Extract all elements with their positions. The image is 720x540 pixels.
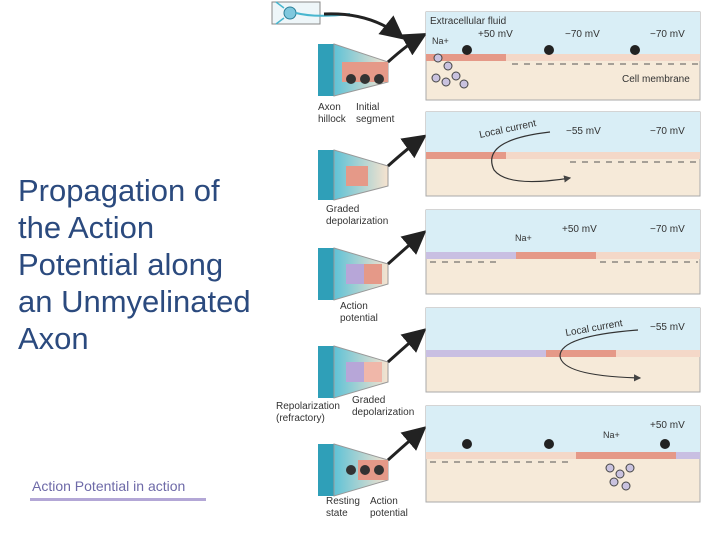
panel-arrow-5: [386, 426, 427, 462]
panel3-voltage-1: +50 mV: [562, 224, 597, 235]
hillock-icon-3: [318, 247, 389, 301]
label-action-2: Action: [370, 496, 398, 507]
hillock-icon-4: [318, 345, 389, 399]
title-line-2: the Action: [18, 210, 155, 245]
label-axon: Axon: [318, 102, 341, 113]
title-line-4: an Unmyelinated: [18, 284, 251, 319]
hillock-icon-5: [318, 443, 389, 497]
panel5-voltage-1: +50 mV: [650, 420, 685, 431]
label-depolarization-1: depolarization: [326, 216, 388, 227]
panel5-ion: Na+: [603, 430, 620, 440]
label-state: state: [326, 508, 348, 519]
title-line-3: Potential along: [18, 247, 224, 282]
panel1-ion: Na+: [432, 36, 449, 46]
link-underline: [30, 498, 206, 501]
marker-1-bottom: [462, 439, 472, 449]
label-depolarization-2: depolarization: [352, 407, 414, 418]
ion-cluster-5: [605, 463, 635, 491]
label-initial: Initial: [356, 102, 379, 113]
axon-panel-3: [425, 209, 701, 295]
ion-cluster-1: [431, 53, 469, 89]
panel-arrow-4: [386, 328, 427, 364]
label-refractory: (refractory): [276, 413, 325, 424]
panel-arrow-3: [386, 230, 427, 266]
panel1-voltage-1: +50 mV: [478, 29, 513, 40]
label-action-1: Action: [340, 301, 368, 312]
panel2-voltage-1: −55 mV: [566, 126, 601, 137]
label-resting: Resting: [326, 496, 360, 507]
axon-panel-4: [425, 307, 701, 393]
marker-2-bottom: [544, 439, 554, 449]
panel1-membrane-label: Cell membrane: [622, 74, 690, 85]
panel1-header: Extracellular fluid: [430, 16, 506, 27]
marker-1: [462, 45, 472, 55]
slide-title: Propagation of the Action Potential alon…: [18, 172, 318, 357]
axon-panel-5: [425, 405, 701, 503]
panel4-voltage-1: −55 mV: [650, 322, 685, 333]
label-potential-1: potential: [340, 313, 378, 324]
panel3-ion: Na+: [515, 233, 532, 243]
panel3-voltage-2: −70 mV: [650, 224, 685, 235]
label-potential-2: potential: [370, 508, 408, 519]
marker-3: [630, 45, 640, 55]
label-graded-2: Graded: [352, 395, 385, 406]
title-line-1: Propagation of: [18, 173, 220, 208]
panel2-voltage-2: −70 mV: [650, 126, 685, 137]
hillock-icon-2: [318, 149, 389, 201]
action-potential-link[interactable]: Action Potential in action: [32, 478, 186, 494]
hillock-icon-1: [318, 43, 389, 97]
panel1-voltage-3: −70 mV: [650, 29, 685, 40]
panel-arrow-1: [386, 33, 428, 64]
title-line-5: Axon: [18, 321, 89, 356]
label-repolarization: Repolarization: [276, 401, 340, 412]
propagation-figure: Axon hillock Initial segment Graded depo…: [271, 1, 701, 519]
marker-2: [544, 45, 554, 55]
label-hillock: hillock: [318, 114, 347, 125]
label-segment: segment: [356, 114, 395, 125]
label-graded-1: Graded: [326, 204, 359, 215]
panel-arrow-2: [386, 134, 427, 168]
axon-panel-2: [425, 111, 701, 197]
marker-3-bottom: [660, 439, 670, 449]
thumbnail-arrow: [323, 12, 405, 40]
panel1-voltage-2: −70 mV: [565, 29, 600, 40]
